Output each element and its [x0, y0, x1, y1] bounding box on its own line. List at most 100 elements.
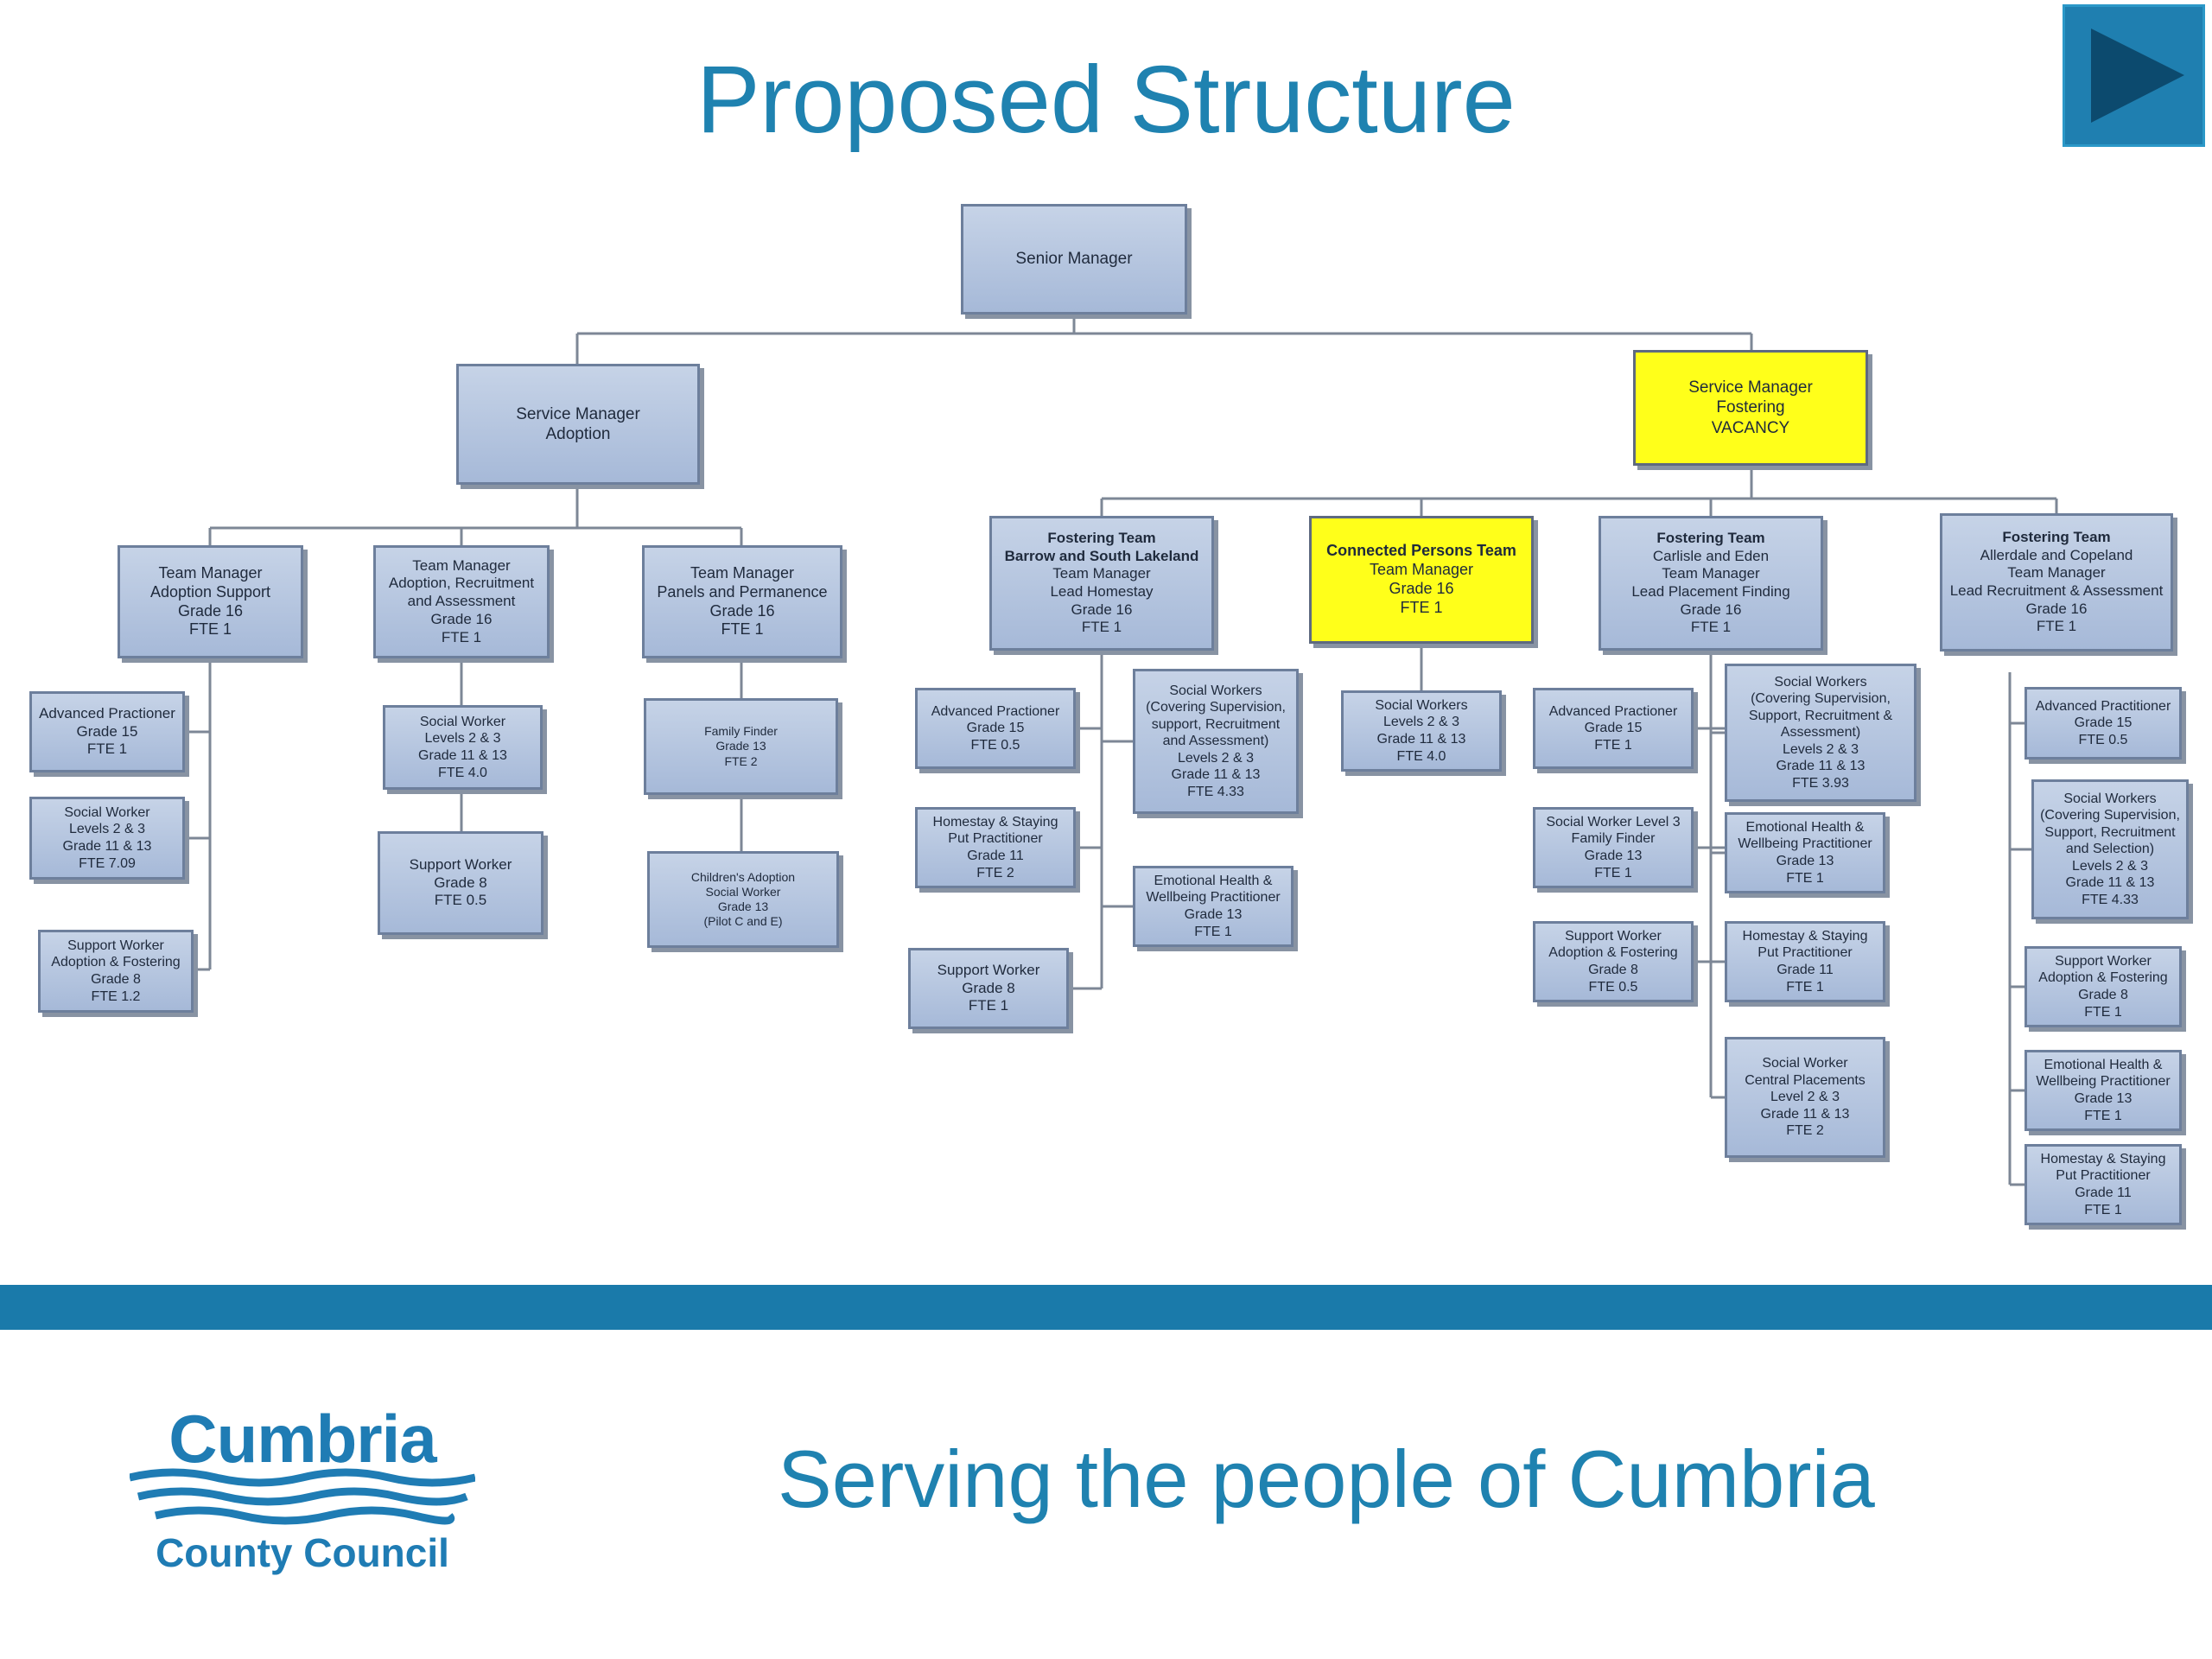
org-node-line: FTE 1: [1194, 924, 1232, 939]
org-node-line: Adoption & Fostering: [51, 955, 181, 970]
org-node-line: Grade 11 & 13: [1376, 732, 1466, 747]
org-node-line: Support Worker: [2055, 953, 2152, 969]
org-node-line: Adoption & Fostering: [1548, 945, 1678, 961]
org-node-line: FTE 1: [1690, 619, 1732, 636]
org-node-line: Grade 16: [2025, 600, 2088, 617]
org-node-line: FTE 1: [441, 628, 482, 645]
org-node-line: Barrow and South Lakeland: [1004, 547, 1199, 564]
org-node-line: Levels 2 & 3: [1177, 750, 1255, 766]
org-node-line: Grade 13: [2074, 1091, 2133, 1106]
org-node-line: Grade 13: [715, 739, 766, 753]
org-node-line: Wellbeing Practitioner: [1146, 890, 1281, 906]
org-node-line: FTE 3.93: [1792, 775, 1849, 791]
org-node-line: Grade 15: [1584, 721, 1643, 736]
org-node-line: FTE 1: [2084, 1202, 2122, 1217]
org-node-line: FTE 7.09: [79, 855, 136, 871]
org-node-line: FTE 0.5: [1588, 979, 1638, 995]
org-node-line: Wellbeing Practitioner: [2036, 1074, 2171, 1090]
org-node-line: FTE 1.2: [91, 988, 141, 1004]
org-node-line: Grade 11 & 13: [1171, 767, 1261, 783]
org-node-line: Grade 16: [177, 601, 244, 620]
org-node-line: Lead Recruitment & Assessment: [1949, 582, 2164, 599]
org-node-line: FTE 4.33: [1187, 784, 1244, 799]
org-node-line: FTE 4.0: [1396, 748, 1446, 764]
org-node-line: Social Workers: [1774, 674, 1867, 690]
org-node-line: Levels 2 & 3: [1782, 741, 1859, 757]
org-node-line: Family Finder: [1571, 831, 1656, 847]
org-node-line: Fostering Team: [1047, 529, 1156, 546]
org-node-line: Grade 16: [1071, 601, 1133, 618]
org-node-line: and Assessment): [1162, 734, 1269, 749]
org-node-line: Social Worker Level 3: [1546, 814, 1681, 830]
org-node-line: FTE 1: [1786, 870, 1824, 886]
next-slide-button[interactable]: [2063, 4, 2205, 147]
org-node-line: FTE 1: [188, 620, 232, 639]
org-node-line: FTE 1: [1081, 619, 1122, 636]
org-node-line: Wellbeing Practitioner: [1738, 836, 1872, 852]
org-node-line: Social Worker: [419, 714, 506, 729]
org-node-line: Grade 13: [717, 899, 769, 913]
org-node-line: Grade 8: [962, 979, 1015, 996]
logo-subtitle: County Council: [156, 1530, 449, 1575]
org-node-line: Connected Persons Team: [1326, 542, 1516, 560]
org-node-line: Lead Placement Finding: [1631, 583, 1790, 600]
org-node-line: Fostering Team: [1656, 529, 1765, 546]
org-node-line: Social Workers: [1375, 697, 1468, 713]
org-node-line: FTE 0.5: [2078, 732, 2128, 747]
org-node-senior: Senior Manager: [961, 204, 1187, 315]
org-node-line: Fostering: [1716, 398, 1785, 417]
org-node-line: FTE 2: [1786, 1123, 1824, 1139]
org-node-line: Support Worker: [937, 961, 1040, 978]
org-node-line: Grade 11: [1777, 963, 1834, 977]
org-node-c-emotional: Emotional Health &Wellbeing Practitioner…: [1725, 812, 1885, 893]
org-node-line: FTE 1: [1594, 865, 1632, 880]
org-node-line: Levels 2 & 3: [2071, 858, 2149, 874]
org-node-line: Team Manager: [2007, 564, 2106, 582]
org-chart-connectors: [185, 315, 2058, 1186]
org-node-line: Level 2 & 3: [1770, 1090, 1840, 1105]
org-node-line: Advanced Practioner: [1548, 703, 1678, 719]
org-node-line: Team Manager: [158, 563, 263, 582]
logo-name: Cumbria: [168, 1401, 436, 1477]
org-node-line: Emotional Health &: [1745, 819, 1865, 835]
org-node-line: Support Worker: [1565, 928, 1662, 944]
org-node-line: Homestay & Staying: [932, 814, 1058, 830]
org-node-line: FTE 1: [2084, 1108, 2122, 1123]
org-node-line: Advanced Practioner: [39, 704, 175, 721]
org-node-line: FTE 2: [724, 753, 758, 768]
org-node-line: Grade 13: [1776, 854, 1834, 868]
org-node-line: Adoption: [545, 425, 611, 443]
org-node-line: Grade 11 & 13: [1776, 759, 1866, 774]
org-node-c-social-workers: Social Workers(Covering Supervision,Supp…: [1725, 664, 1916, 802]
org-node-line: and Assessment: [407, 593, 516, 610]
org-node-line: Support, Recruitment: [2044, 824, 2176, 840]
org-node-line: Grade 16: [430, 610, 493, 627]
org-node-line: Homestay & Staying: [2040, 1151, 2166, 1166]
org-node-line: Carlisle and Eden: [1652, 547, 1770, 564]
org-node-line: (Covering Supervision,: [1146, 700, 1286, 715]
org-node-line: Put Practitioner: [2056, 1168, 2151, 1184]
org-node-line: FTE 2: [976, 865, 1014, 880]
org-node-line: Team Manager: [412, 556, 511, 574]
org-node-line: Advanced Practitioner: [2035, 698, 2171, 714]
org-node-line: Central Placements: [1745, 1072, 1866, 1088]
org-node-line: Grade 11 & 13: [418, 748, 507, 763]
org-node-line: Support Worker: [67, 938, 164, 953]
org-node-line: Social Worker: [705, 884, 781, 899]
org-node-line: Children's Adoption: [690, 869, 796, 884]
org-node-line: Adoption, Recruitment: [388, 575, 535, 592]
